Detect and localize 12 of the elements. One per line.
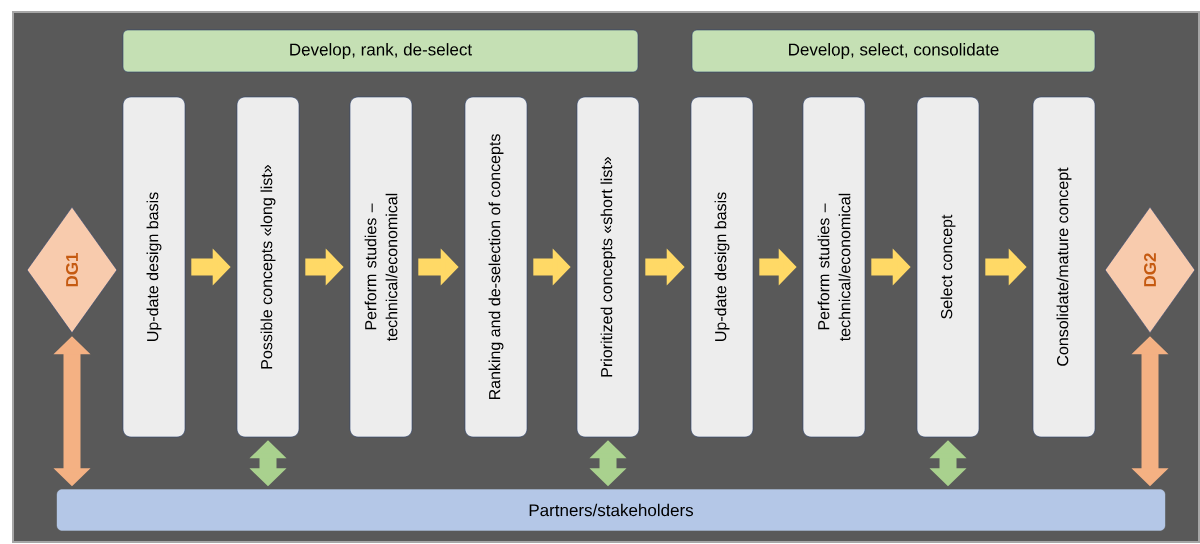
process-box: Perform studies – technical/economical <box>349 96 413 438</box>
stakeholder-bar: Partners/stakeholders <box>56 489 1166 531</box>
phase-banner: Develop, rank, de-select <box>122 29 639 73</box>
process-box: Up-date design basis <box>122 96 186 438</box>
process-box: Perform studies – technical/economical <box>802 96 866 438</box>
process-box: Ranking and de-selection of concepts <box>464 96 528 438</box>
process-box: Select concept <box>916 96 980 438</box>
phase-banner: Develop, select, consolidate <box>691 29 1096 73</box>
process-box: Possible concepts «long list» <box>236 96 300 438</box>
process-box: Consolidate/mature concept <box>1032 96 1096 438</box>
process-box: Prioritized concepts «short list» <box>576 96 640 438</box>
process-box: Up-date design basis <box>690 96 754 438</box>
